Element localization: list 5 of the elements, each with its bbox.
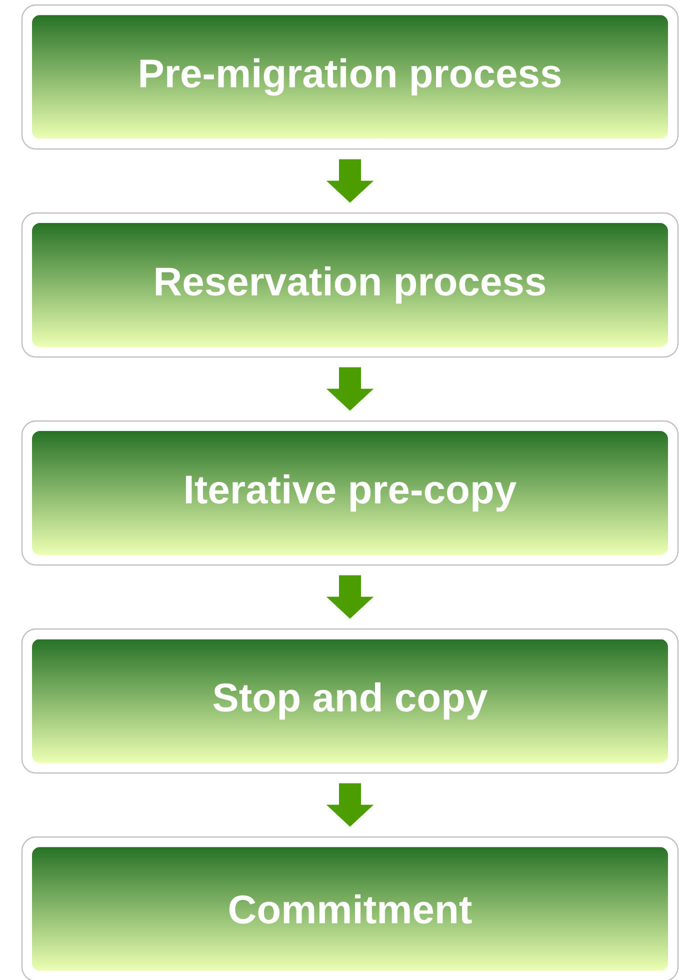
process-box: Reservation process	[21, 212, 679, 358]
process-box: Commitment	[21, 836, 679, 980]
process-box: Stop and copy	[21, 628, 679, 774]
process-box: Pre-migration process	[21, 4, 679, 150]
process-box: Iterative pre-copy	[21, 420, 679, 566]
